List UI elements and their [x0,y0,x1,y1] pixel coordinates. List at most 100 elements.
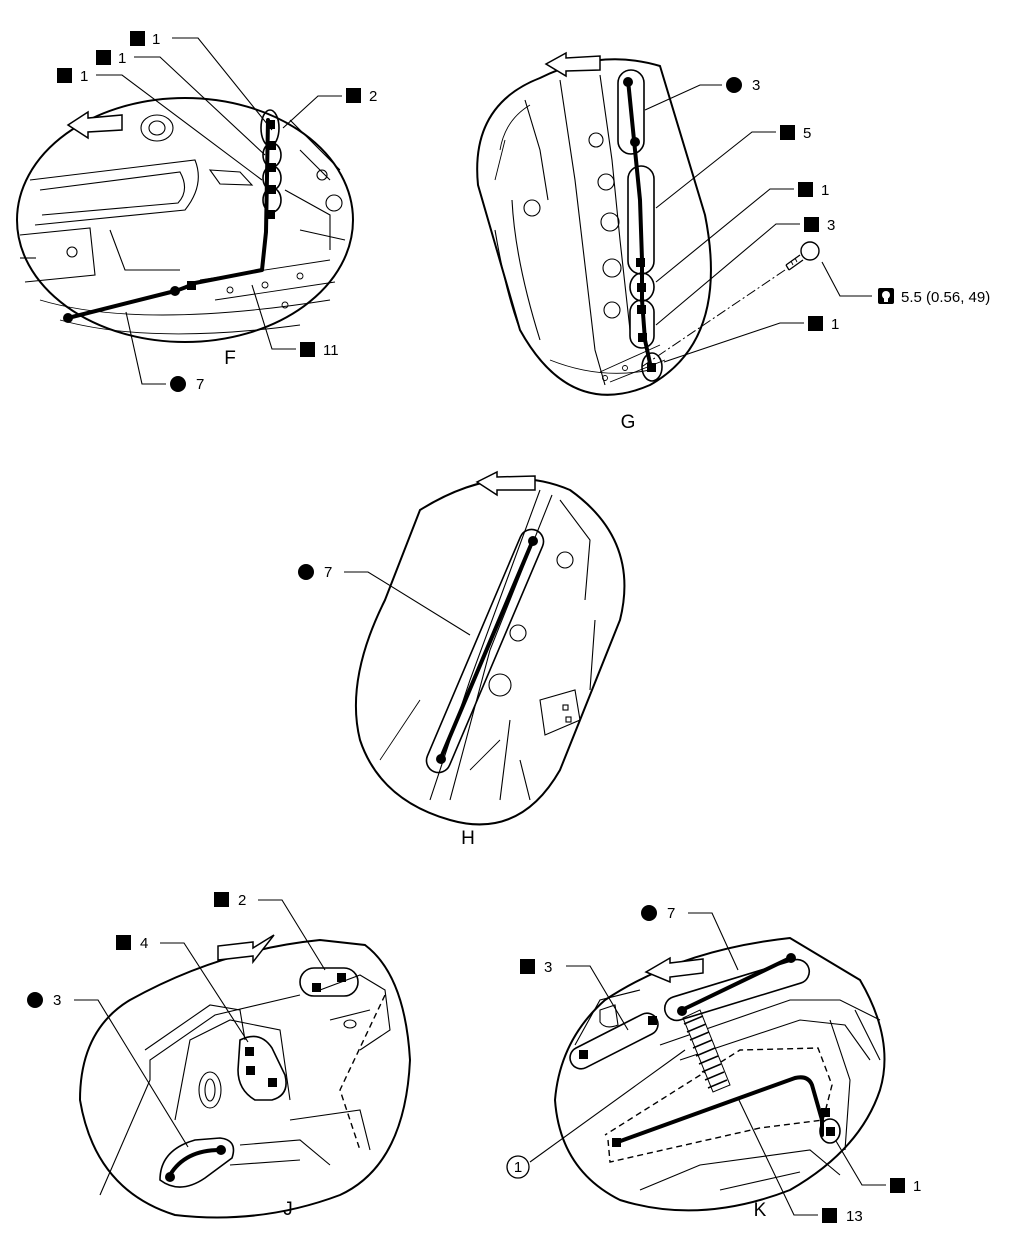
svg-text:5.5 (0.56, 49): 5.5 (0.56, 49) [901,289,990,306]
view-f: F 1 1 1 2 11 7 [16,31,377,393]
sealer-dot-marker [436,754,446,764]
hatched-sealer-patch [682,1009,731,1093]
view-h: H 7 [298,470,626,849]
sealer-square-marker [267,163,276,172]
highlight-region [819,1118,841,1144]
sealer-bead-j [168,1148,222,1177]
svg-text:1: 1 [152,31,160,48]
view-g: 5.5 (0.56, 49) G 3 5 1 3 1 [476,51,990,433]
svg-text:3: 3 [827,217,835,234]
sealer-bead-k-upper [680,956,792,1012]
highlight-region [159,1137,235,1188]
callout-f-1a: 1 [130,31,273,131]
view-k: K 7 3 1 13 1 [506,905,921,1225]
sealer-dot-marker [623,77,633,87]
view-label: H [461,828,475,849]
callout-g-1b: 1 [663,316,839,363]
view-k-outline [553,936,886,1212]
view-f-body-detail [19,114,346,335]
callout-j-4: 4 [116,935,249,1043]
callout-f-1b: 1 [96,50,266,156]
sealer-square-marker [821,1108,830,1117]
callout-f-7: 7 [125,311,204,393]
svg-text:1: 1 [514,1159,522,1176]
svg-text:7: 7 [196,376,204,393]
svg-text:1: 1 [831,316,839,333]
svg-text:5: 5 [803,125,811,142]
sealer-square-marker [637,283,646,292]
sealer-square-marker [246,1066,255,1075]
sealer-square-marker [612,1138,621,1147]
callout-g-3-circle: 3 [644,77,760,111]
highlight-region [569,1012,659,1070]
callout-f-11: 11 [251,284,339,359]
sealer-square-marker [266,210,275,219]
callout-k-13: 13 [737,1097,863,1225]
sealer-dot-marker [165,1172,175,1182]
sealer-square-marker [267,141,276,150]
highlight-region [617,69,645,155]
sealer-square-marker [826,1127,835,1136]
view-g-body-detail [494,74,666,386]
view-j-outline [78,938,412,1219]
highlight-region [663,958,811,1022]
view-k-body-detail [574,989,881,1191]
view-h-body-detail [379,489,596,801]
sealer-square-marker [636,258,645,267]
view-label: J [283,1199,293,1220]
callout-k-1: 1 [835,1140,921,1195]
view-label: F [224,348,236,369]
callout-k-7: 7 [641,905,739,971]
svg-text:7: 7 [667,905,675,922]
view-g-outline [476,58,712,396]
sealer-square-marker [187,281,196,290]
callout-f-2: 2 [282,88,377,129]
highlight-region [237,1035,287,1101]
svg-text:1: 1 [913,1178,921,1195]
callout-j-3: 3 [27,992,189,1148]
sealer-dot-marker [630,137,640,147]
svg-text:2: 2 [369,88,377,105]
sealer-dot-marker [677,1006,687,1016]
highlight-region [629,299,655,349]
sealer-square-marker [267,185,276,194]
view-f-outline [16,97,354,343]
sealer-bead-g [626,78,653,370]
highlight-region [425,528,545,774]
direction-arrow [644,956,704,984]
sealer-square-marker [648,1016,657,1025]
sealer-dot-marker [528,536,538,546]
view-j-body-detail [99,974,391,1196]
sealer-square-marker [579,1050,588,1059]
callout-f-1c: 1 [57,68,263,181]
sealer-dot-marker [216,1145,226,1155]
sealer-square-marker [647,363,656,372]
highlight-region [299,967,359,997]
sealer-bead-k-lower [613,1075,824,1145]
callout-k-3: 3 [520,959,629,1031]
highlight-region [629,272,655,302]
sealer-dot-marker [170,286,180,296]
dashed-sealer-guide [604,1047,833,1163]
view-h-outline [354,477,626,826]
sealer-square-marker [337,973,346,982]
direction-arrow [544,51,601,78]
sealer-bead-h [438,538,535,762]
svg-text:1: 1 [821,182,829,199]
callout-j-2: 2 [214,892,326,971]
direction-arrow [66,110,123,140]
sealer-dot-marker [786,953,796,963]
highlight-region [641,352,663,382]
svg-text:13: 13 [846,1208,863,1225]
svg-text:3: 3 [53,992,61,1009]
sealer-square-marker [268,1078,277,1087]
direction-arrow [217,934,275,965]
view-j: J 2 4 3 [27,892,412,1220]
dashed-sealer-guide [339,994,386,1151]
highlight-region [627,165,655,275]
sealer-square-marker [266,120,275,129]
callout-g-1a: 1 [655,182,829,283]
svg-text:2: 2 [238,892,246,909]
svg-text:3: 3 [752,77,760,94]
callout-g-3-square: 3 [655,217,835,326]
